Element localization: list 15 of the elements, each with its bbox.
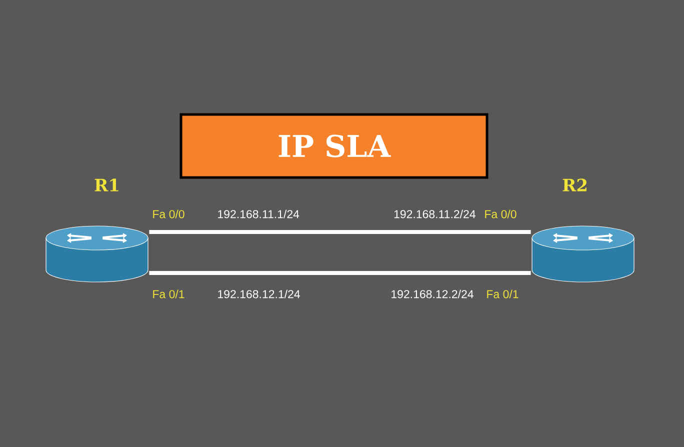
node-label: R1 [94, 178, 118, 192]
link-line [149, 271, 531, 275]
link-line [149, 230, 531, 234]
interface-label: Fa 0/1 [153, 290, 184, 298]
title-box: IP SLA [180, 113, 488, 179]
ip-address-label: 192.168.12.1/24 [218, 290, 300, 298]
interface-label: Fa 0/1 [487, 290, 518, 298]
interface-label: Fa 0/0 [153, 210, 184, 218]
ip-address-label: 192.168.11.2/24 [394, 210, 476, 218]
ip-address-label: 192.168.12.2/24 [392, 290, 474, 298]
interface-label: Fa 0/0 [485, 210, 516, 218]
router: R1 [46, 178, 148, 282]
node-label: R2 [562, 178, 586, 192]
ip-address-label: 192.168.11.1/24 [218, 210, 300, 218]
router: R2 [532, 178, 634, 282]
